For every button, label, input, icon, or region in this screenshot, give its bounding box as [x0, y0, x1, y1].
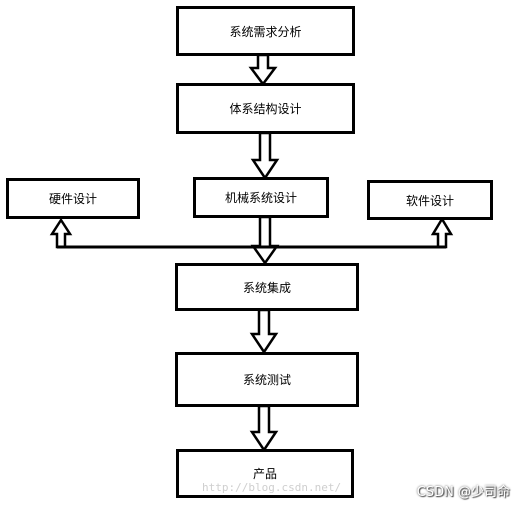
node-product-label: 产品	[252, 467, 277, 481]
node-software-label: 软件设计	[405, 193, 454, 208]
node-integration-label: 系统集成	[242, 280, 291, 295]
node-requirements-label: 系统需求分析	[229, 24, 302, 39]
node-integration: 系统集成	[175, 263, 359, 311]
arrow-mechanical-to-integration	[250, 215, 280, 266]
node-testing-label: 系统测试	[242, 373, 291, 387]
node-architecture-label: 体系结构设计	[229, 102, 302, 116]
arrow-architecture-to-mechanical	[250, 131, 280, 181]
arrow-testing-to-product	[249, 404, 279, 453]
node-architecture: 体系结构设计	[176, 83, 355, 134]
node-testing: 系统测试	[175, 352, 359, 407]
node-requirements: 系统需求分析	[176, 6, 355, 56]
arrow-to-software	[430, 216, 454, 249]
node-mechanical: 机械系统设计	[193, 177, 329, 218]
node-hardware-label: 硬件设计	[48, 192, 97, 206]
arrow-to-hardware	[49, 217, 73, 249]
node-mechanical-label: 机械系统设计	[224, 191, 297, 205]
watermark-url: http://blog.csdn.net/	[202, 481, 342, 494]
node-product: 产品	[176, 449, 354, 498]
arrow-requirements-to-architecture	[248, 53, 278, 87]
node-hardware: 硬件设计	[6, 178, 140, 219]
watermark-brand: CSDN @少司命	[416, 485, 510, 500]
node-software: 软件设计	[367, 180, 493, 220]
arrow-integration-to-testing	[249, 308, 279, 355]
